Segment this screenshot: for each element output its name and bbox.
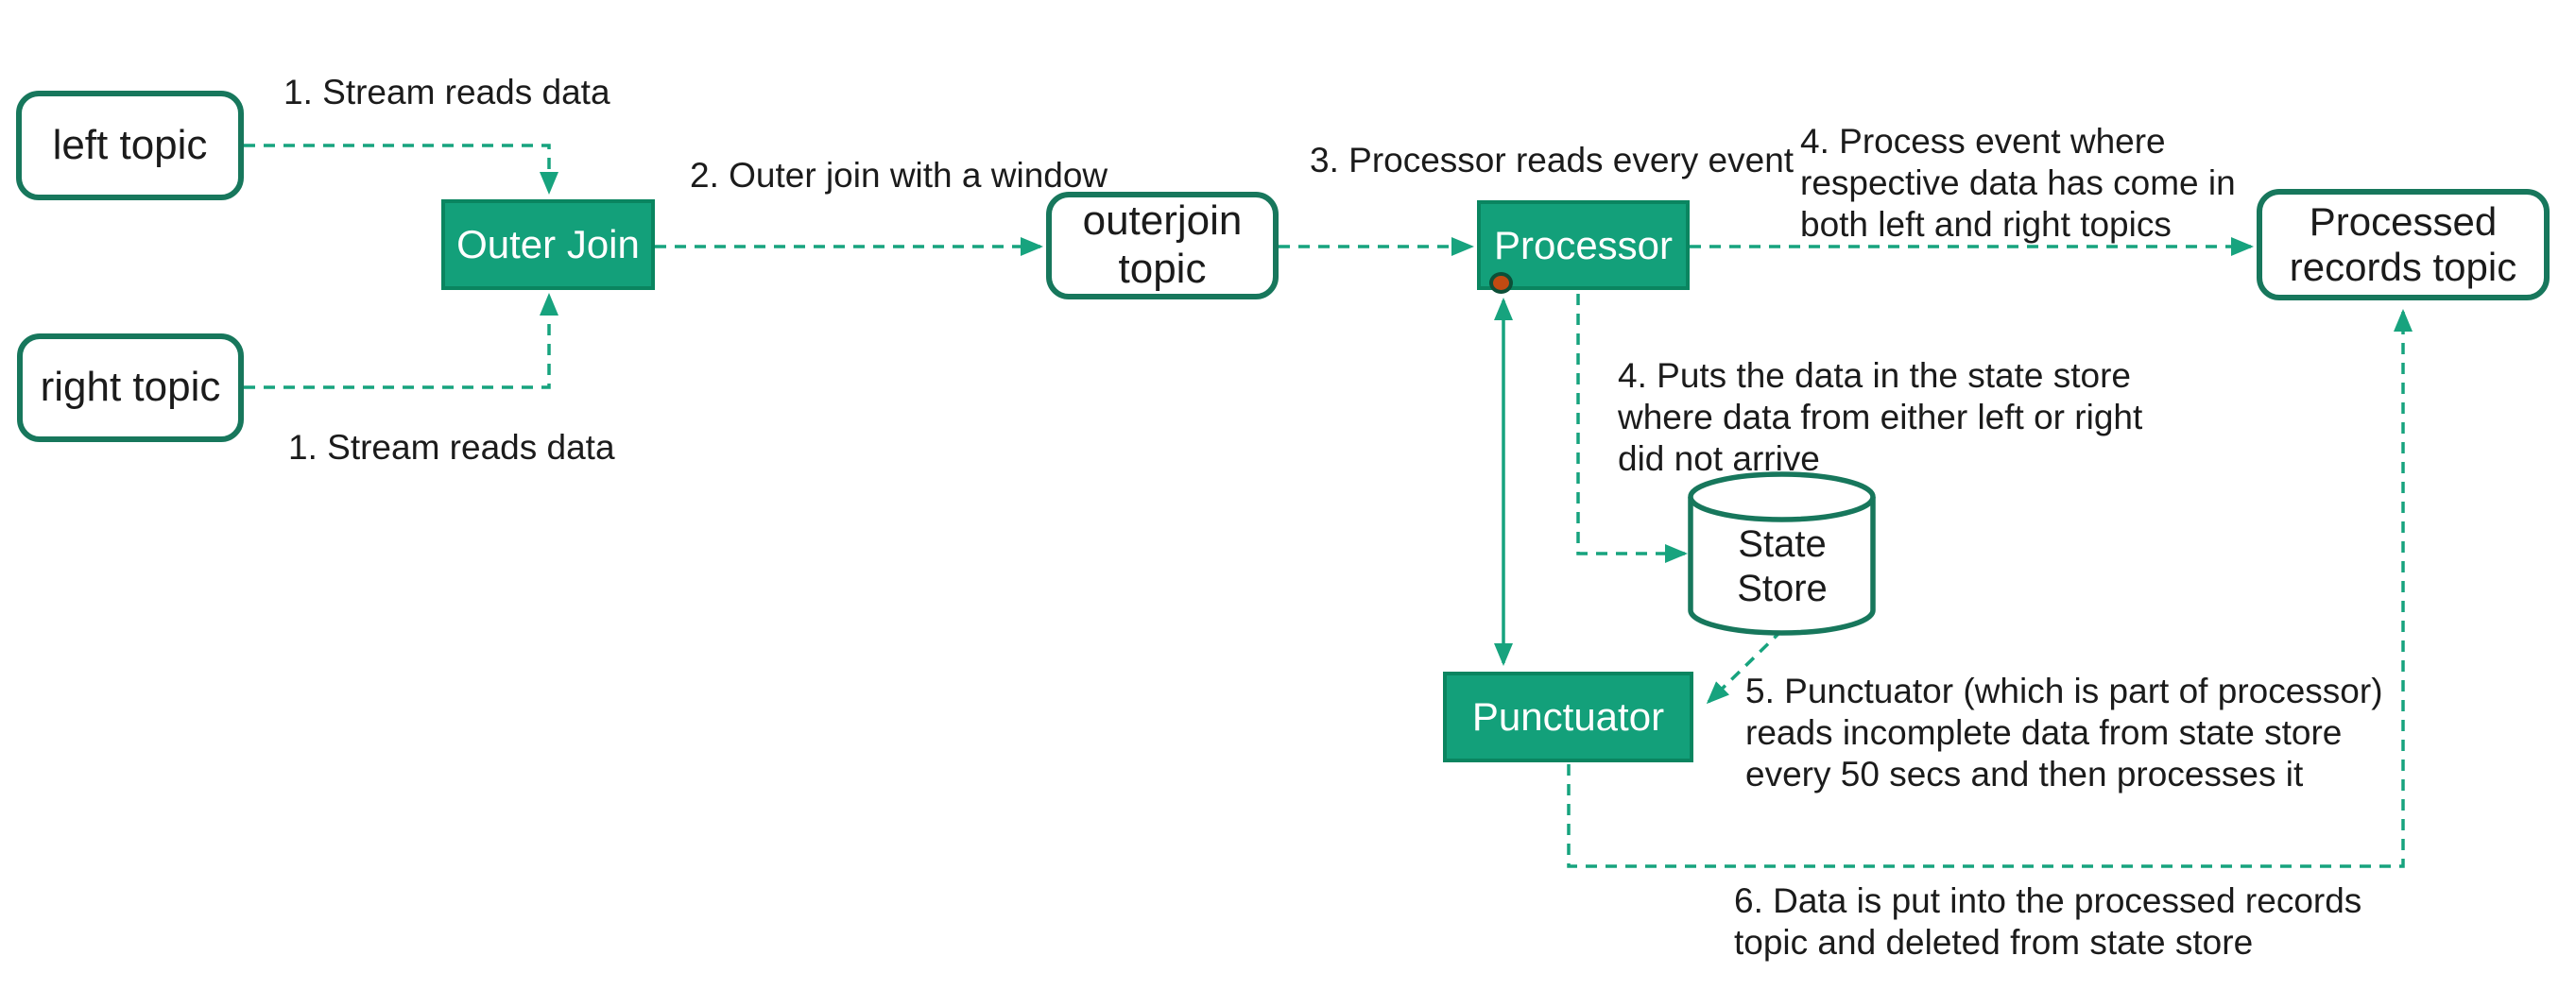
label-process-event: 4. Process event where respective data h… — [1800, 121, 2236, 246]
label-punctuator-reads-line2: reads incomplete data from state store — [1745, 713, 2343, 752]
node-processed-records-topic: Processed records topic — [2257, 189, 2550, 300]
node-right-topic-label: right topic — [40, 364, 221, 411]
label-data-put: 6. Data is put into the processed record… — [1734, 880, 2361, 964]
node-right-topic: right topic — [17, 333, 244, 442]
node-punctuator: Punctuator — [1443, 672, 1693, 762]
arrow-left-topic-to-outer-join — [244, 144, 558, 195]
arrow-punctuator-to-processed-records — [1567, 309, 2413, 868]
label-puts-data-line1: 4. Puts the data in the state store — [1618, 356, 2132, 395]
label-punctuator-reads-line1: 5. Punctuator (which is part of processo… — [1745, 672, 2383, 710]
node-state-store-label: State Store — [1737, 522, 1828, 609]
label-stream-reads-top: 1. Stream reads data — [283, 73, 610, 111]
node-processor: Processor — [1477, 200, 1690, 290]
label-punctuator-reads-line3: every 50 secs and then processes it — [1745, 755, 2304, 794]
label-puts-data: 4. Puts the data in the state store wher… — [1618, 355, 2142, 480]
label-puts-data-line3: did not arrive — [1618, 439, 1820, 478]
label-punctuator-reads: 5. Punctuator (which is part of processo… — [1745, 671, 2383, 795]
label-data-put-line2: topic and deleted from state store — [1734, 923, 2254, 962]
label-process-event-line2: respective data has come in — [1800, 163, 2236, 202]
node-outerjoin-topic: outerjoin topic — [1046, 192, 1279, 299]
node-outer-join-label: Outer Join — [456, 222, 640, 266]
arrow-right-topic-to-outer-join — [244, 293, 558, 389]
arrow-processor-to-state-store — [1576, 294, 1688, 563]
node-left-topic: left topic — [16, 91, 244, 200]
label-processor-reads: 3. Processor reads every event — [1310, 141, 1795, 179]
node-processor-label: Processor — [1493, 222, 1674, 267]
label-data-put-line1: 6. Data is put into the processed record… — [1734, 881, 2362, 920]
node-processed-records-topic-label: Processed records topic — [2289, 198, 2517, 289]
arrow-state-store-to-punctuator — [1706, 628, 1784, 705]
label-process-event-line3: both left and right topics — [1800, 205, 2172, 244]
label-puts-data-line2: where data from either left or right — [1618, 398, 2143, 436]
label-stream-reads-bottom: 1. Stream reads data — [288, 428, 615, 467]
label-outer-join-window: 2. Outer join with a window — [690, 156, 1108, 195]
node-left-topic-label: left topic — [52, 121, 208, 168]
processor-state-dot-icon — [1489, 272, 1513, 294]
label-process-event-line1: 4. Process event where — [1800, 122, 2166, 161]
node-punctuator-label: Punctuator — [1471, 694, 1665, 739]
node-outer-join: Outer Join — [441, 199, 655, 290]
state-store-cylinder — [1688, 471, 1876, 636]
node-outerjoin-topic-label: outerjoin topic — [1082, 197, 1243, 292]
